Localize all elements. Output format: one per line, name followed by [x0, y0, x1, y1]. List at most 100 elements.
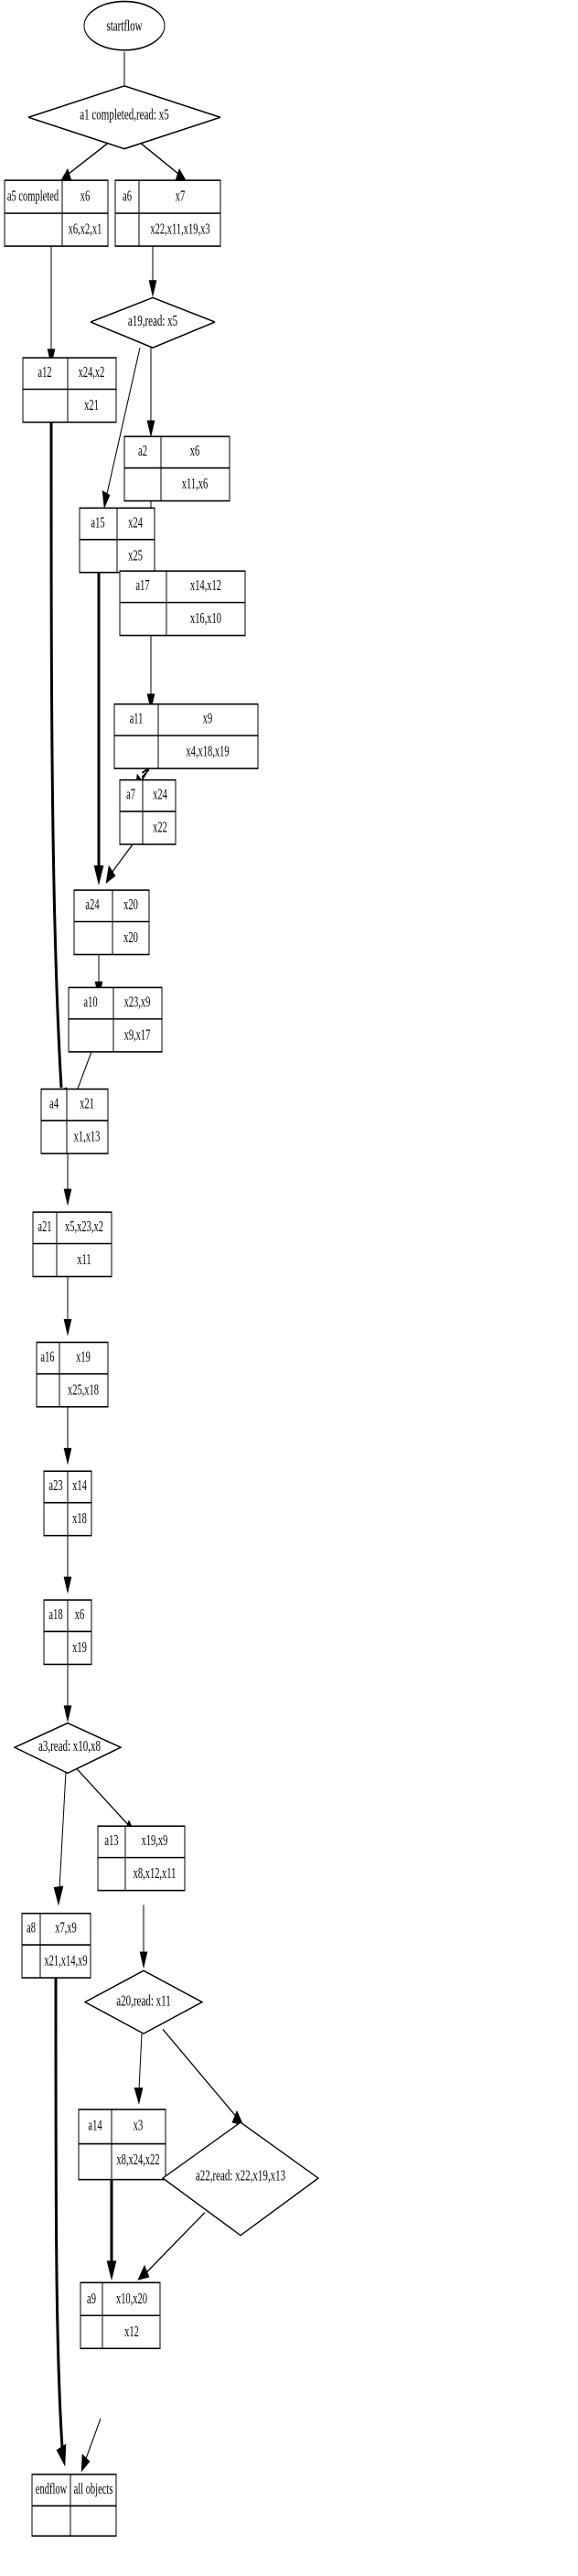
node-a5-bottom: x6,x2,x1 [69, 220, 102, 237]
node-a5[interactable]: a5 completed x6 x6,x2,x1 [4, 179, 109, 247]
node-a5-top: x6 [80, 188, 91, 204]
node-a3[interactable]: a3,read: x10,x8 [13, 1722, 123, 1775]
edge-a18-a3 [63, 1664, 72, 1723]
edge-a3-a8 [53, 1771, 67, 1906]
node-a17[interactable]: a17 x14,x12 x16,x10 [119, 570, 246, 637]
node-a12-top: x24,x2 [79, 364, 105, 381]
node-a18[interactable]: a18 x6 x19 [43, 1599, 92, 1666]
node-a24-top: x20 [123, 896, 138, 913]
node-a11-bottom: x4,x18,x19 [186, 743, 229, 759]
node-a4[interactable]: a4 x21 x1,x13 [40, 1088, 109, 1154]
node-startflow[interactable]: startflow [83, 0, 166, 51]
node-a14-bottom: x8,x24,x22 [116, 2152, 159, 2168]
node-a6-name: a6 [123, 188, 132, 204]
node-a23-name: a23 [48, 1477, 62, 1494]
node-a1[interactable]: a1 completed,read: x5 [27, 85, 221, 150]
node-endflow[interactable]: endflow all objects [31, 2474, 117, 2537]
edge-a13-a20 [139, 1905, 148, 1970]
node-a12[interactable]: a12 x24,x2 x21 [22, 357, 117, 424]
node-a12-name: a12 [37, 364, 51, 381]
node-a18-name: a18 [48, 1606, 62, 1623]
node-a17-name: a17 [135, 577, 149, 594]
edge-a17-a11 [146, 635, 155, 712]
node-a18-bottom: x19 [72, 1639, 87, 1656]
node-a7[interactable]: a7 x24 x22 [119, 778, 177, 845]
node-a16-top: x19 [76, 1348, 91, 1365]
node-a19[interactable]: a19,read: x5 [90, 296, 216, 349]
node-a23-top: x14 [72, 1477, 87, 1494]
node-a17-bottom: x16,x10 [190, 610, 221, 627]
node-a6[interactable]: a6 x7 x22,x11,x19,x3 [114, 179, 221, 247]
node-a16-bottom: x25,x18 [68, 1381, 99, 1398]
node-a20[interactable]: a20,read: x11 [83, 1970, 204, 2034]
node-a11-name: a11 [130, 710, 144, 726]
node-a21[interactable]: a21 x5,x23,x2 x11 [32, 1211, 112, 1278]
edge-a19-a2 [146, 348, 155, 438]
node-a7-name: a7 [126, 786, 135, 802]
node-endflow-top: all objects [74, 2481, 113, 2497]
edge-a21-a16 [63, 1276, 72, 1336]
edge-a20-a14 [134, 2034, 144, 2105]
edge-a12-a4 [49, 422, 68, 1111]
node-a20-label: a20,read: x11 [116, 1992, 170, 2010]
node-a9-name: a9 [87, 2291, 96, 2307]
node-a4-top: x21 [80, 1095, 94, 1111]
node-a3-label: a3,read: x10,x8 [38, 1738, 101, 1755]
node-a21-top: x5,x23,x2 [65, 1218, 103, 1235]
node-a6-bottom: x22,x11,x19,x3 [150, 220, 209, 237]
edge-a23-a18 [63, 1535, 72, 1594]
node-a11[interactable]: a11 x9 x4,x18,x19 [113, 703, 259, 769]
node-a13-bottom: x8,x12,x11 [134, 1865, 177, 1882]
node-a15-top: x24 [128, 514, 143, 531]
node-a11-top: x9 [203, 710, 213, 726]
node-a8-name: a8 [27, 1919, 36, 1936]
node-a12-bottom: x21 [84, 397, 99, 413]
edge-a19-a15 [102, 347, 141, 510]
node-startflow-label: startflow [106, 17, 143, 35]
edge-a4-a21 [63, 1153, 72, 1207]
node-a16[interactable]: a16 x19 x25,x18 [36, 1341, 109, 1408]
node-a7-bottom: x22 [153, 819, 167, 835]
edge-a9-endflow [80, 2418, 102, 2473]
node-a24-bottom: x20 [123, 929, 138, 946]
edge-a22-a9 [137, 2211, 206, 2281]
node-a2-name: a2 [138, 443, 147, 459]
node-a13-top: x19,x9 [142, 1832, 168, 1849]
node-a16-name: a16 [40, 1348, 54, 1365]
node-a8[interactable]: a8 x7,x9 x21,x14,x9 [21, 1912, 91, 1979]
node-a24-name: a24 [85, 896, 99, 913]
node-a24[interactable]: a24 x20 x20 [73, 889, 150, 956]
edge-a1-a5 [59, 138, 114, 183]
node-a15[interactable]: a15 x24 x25 [79, 507, 155, 574]
node-a13-name: a13 [104, 1832, 118, 1849]
node-a9-top: x10,x20 [116, 2291, 147, 2307]
node-a6-top: x7 [176, 188, 186, 204]
node-a18-top: x6 [75, 1606, 85, 1623]
edge-a6-a19 [148, 246, 157, 297]
node-a4-name: a4 [49, 1095, 59, 1111]
node-a14-name: a14 [88, 2117, 102, 2133]
node-a4-bottom: x1,x13 [74, 1128, 101, 1144]
node-a21-name: a21 [37, 1218, 51, 1235]
edge-a14-a9 [106, 2179, 117, 2281]
edge-a5-a12 [47, 246, 56, 367]
node-a19-label: a19,read: x5 [128, 313, 177, 330]
node-a23[interactable]: a23 x14 x18 [43, 1470, 92, 1537]
node-a9-bottom: x12 [124, 2324, 139, 2340]
node-a2[interactable]: a2 x6 x11,x6 [123, 435, 230, 502]
node-a17-top: x14,x12 [190, 577, 221, 594]
node-a10[interactable]: a10 x23,x9 x9,x17 [68, 986, 163, 1053]
edge-a8-endflow [54, 1978, 67, 2467]
node-a22[interactable]: a22,read: x22,x19,x13 [161, 2121, 320, 2237]
node-a21-bottom: x11 [77, 1251, 91, 1268]
node-a13[interactable]: a13 x19,x9 x8,x12,x11 [97, 1825, 186, 1892]
node-a8-top: x7,x9 [55, 1919, 77, 1936]
node-a22-label: a22,read: x22,x19,x13 [196, 2167, 285, 2184]
node-a14[interactable]: a14 x3 x8,x24,x22 [78, 2109, 166, 2181]
node-a9[interactable]: a9 x10,x20 x12 [80, 2281, 161, 2350]
node-a5-name: a5 completed [7, 188, 59, 204]
edge-a1-a6 [134, 138, 187, 183]
node-a1-label: a1 completed,read: x5 [80, 106, 168, 123]
node-a2-bottom: x11,x6 [182, 476, 209, 492]
